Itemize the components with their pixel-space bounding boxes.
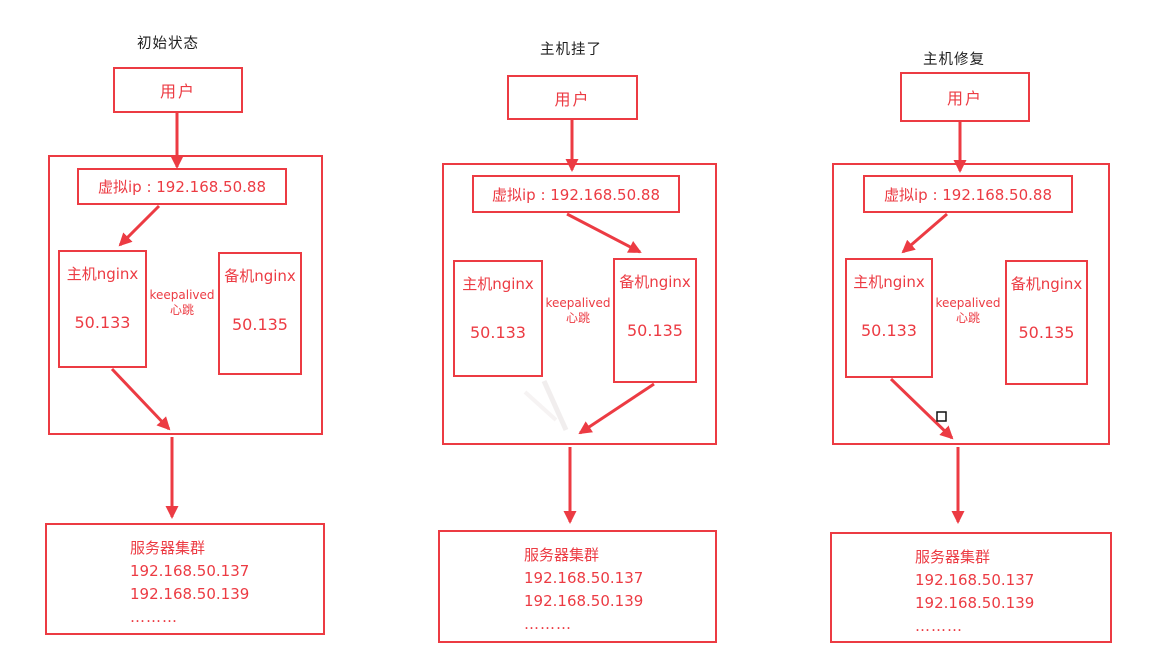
panel1-heartbeat-label: keepalived 心跳 xyxy=(146,288,218,318)
panel1-backup-ip: 50.135 xyxy=(232,315,288,334)
panel2-cluster-title: 服务器集群 xyxy=(524,546,600,564)
panel2-title: 主机挂了 xyxy=(540,42,602,58)
panel2-backup-name: 备机nginx xyxy=(619,273,691,291)
panel2-master-ip: 50.133 xyxy=(470,323,526,342)
panel3-virtual-ip-box: 虚拟ip : 192.168.50.88 xyxy=(863,175,1073,213)
panel2-virtual-ip-box: 虚拟ip : 192.168.50.88 xyxy=(472,175,680,213)
panel1-master-nginx-box: 主机nginx 50.133 xyxy=(58,250,147,368)
panel2-heartbeat-line2: 心跳 xyxy=(565,311,590,325)
panel3-master-ip: 50.133 xyxy=(861,321,917,340)
panel1-backup-nginx-box: 备机nginx 50.135 xyxy=(218,252,302,375)
panel1-user-box: 用户 xyxy=(113,67,243,113)
panel1-cluster-ip1: 192.168.50.137 xyxy=(130,562,250,580)
panel3-user-label: 用户 xyxy=(946,89,983,108)
panel3-cluster-title: 服务器集群 xyxy=(915,548,991,566)
panel3-cluster-ip2: 192.168.50.139 xyxy=(915,594,1035,612)
panel2-virtual-ip-label: 虚拟ip : 192.168.50.88 xyxy=(491,185,661,204)
panel1-master-name: 主机nginx xyxy=(66,265,139,283)
panel2-user-label: 用户 xyxy=(554,89,591,109)
panel2-backup-ip: 50.135 xyxy=(627,321,683,340)
panel1-title: 初始状态 xyxy=(137,36,199,52)
panel3-backup-name: 备机nginx xyxy=(1010,275,1083,293)
panel2-backup-nginx-box: 备机nginx 50.135 xyxy=(613,258,697,383)
panel3-user-box: 用户 xyxy=(900,72,1030,122)
panel3-server-cluster-box: 服务器集群 192.168.50.137 192.168.50.139 ……… xyxy=(830,532,1112,643)
panel3-cluster-more: ……… xyxy=(915,617,963,635)
panel1-master-ip: 50.133 xyxy=(74,313,131,332)
panel3-title: 主机修复 xyxy=(923,52,985,68)
panel3-backup-ip: 50.135 xyxy=(1018,323,1075,342)
panel3-master-nginx-box: 主机nginx 50.133 xyxy=(845,258,933,378)
panel3-heartbeat-line1: keepalived xyxy=(935,296,1001,310)
panel1-backup-name: 备机nginx xyxy=(224,267,296,285)
panel1-cluster-title: 服务器集群 xyxy=(130,539,206,557)
panel2-master-name: 主机nginx xyxy=(462,275,534,293)
panel1-virtual-ip-label: 虚拟ip : 192.168.50.88 xyxy=(97,178,267,196)
panel3-master-name: 主机nginx xyxy=(853,273,925,291)
panel3-heartbeat-line2: 心跳 xyxy=(955,311,980,325)
panel2-heartbeat-label: keepalived 心跳 xyxy=(542,296,614,326)
panel1-virtual-ip-box: 虚拟ip : 192.168.50.88 xyxy=(77,168,287,205)
panel1-heartbeat-line1: keepalived xyxy=(149,288,215,302)
panel1-cluster-ip2: 192.168.50.139 xyxy=(130,585,250,603)
panel2-cluster-ip1: 192.168.50.137 xyxy=(524,569,644,587)
panel2-cluster-more: ……… xyxy=(524,615,572,633)
panel2-master-nginx-box: 主机nginx 50.133 xyxy=(453,260,543,377)
panel3-cluster-ip1: 192.168.50.137 xyxy=(915,571,1035,589)
panel3-backup-nginx-box: 备机nginx 50.135 xyxy=(1005,260,1088,385)
panel2-heartbeat-line1: keepalived xyxy=(545,296,611,310)
panel2-cluster-ip2: 192.168.50.139 xyxy=(524,592,644,610)
panel1-server-cluster-box: 服务器集群 192.168.50.137 192.168.50.139 ……… xyxy=(45,523,325,635)
panel2-user-box: 用户 xyxy=(507,75,638,120)
panel3-heartbeat-label: keepalived 心跳 xyxy=(932,296,1004,326)
panel2-server-cluster-box: 服务器集群 192.168.50.137 192.168.50.139 ……… xyxy=(438,530,717,643)
panel1-heartbeat-line2: 心跳 xyxy=(169,303,194,317)
panel3-virtual-ip-label: 虚拟ip : 192.168.50.88 xyxy=(883,185,1053,204)
panel1-cluster-more: ……… xyxy=(130,608,178,626)
panel1-user-label: 用户 xyxy=(159,82,196,101)
